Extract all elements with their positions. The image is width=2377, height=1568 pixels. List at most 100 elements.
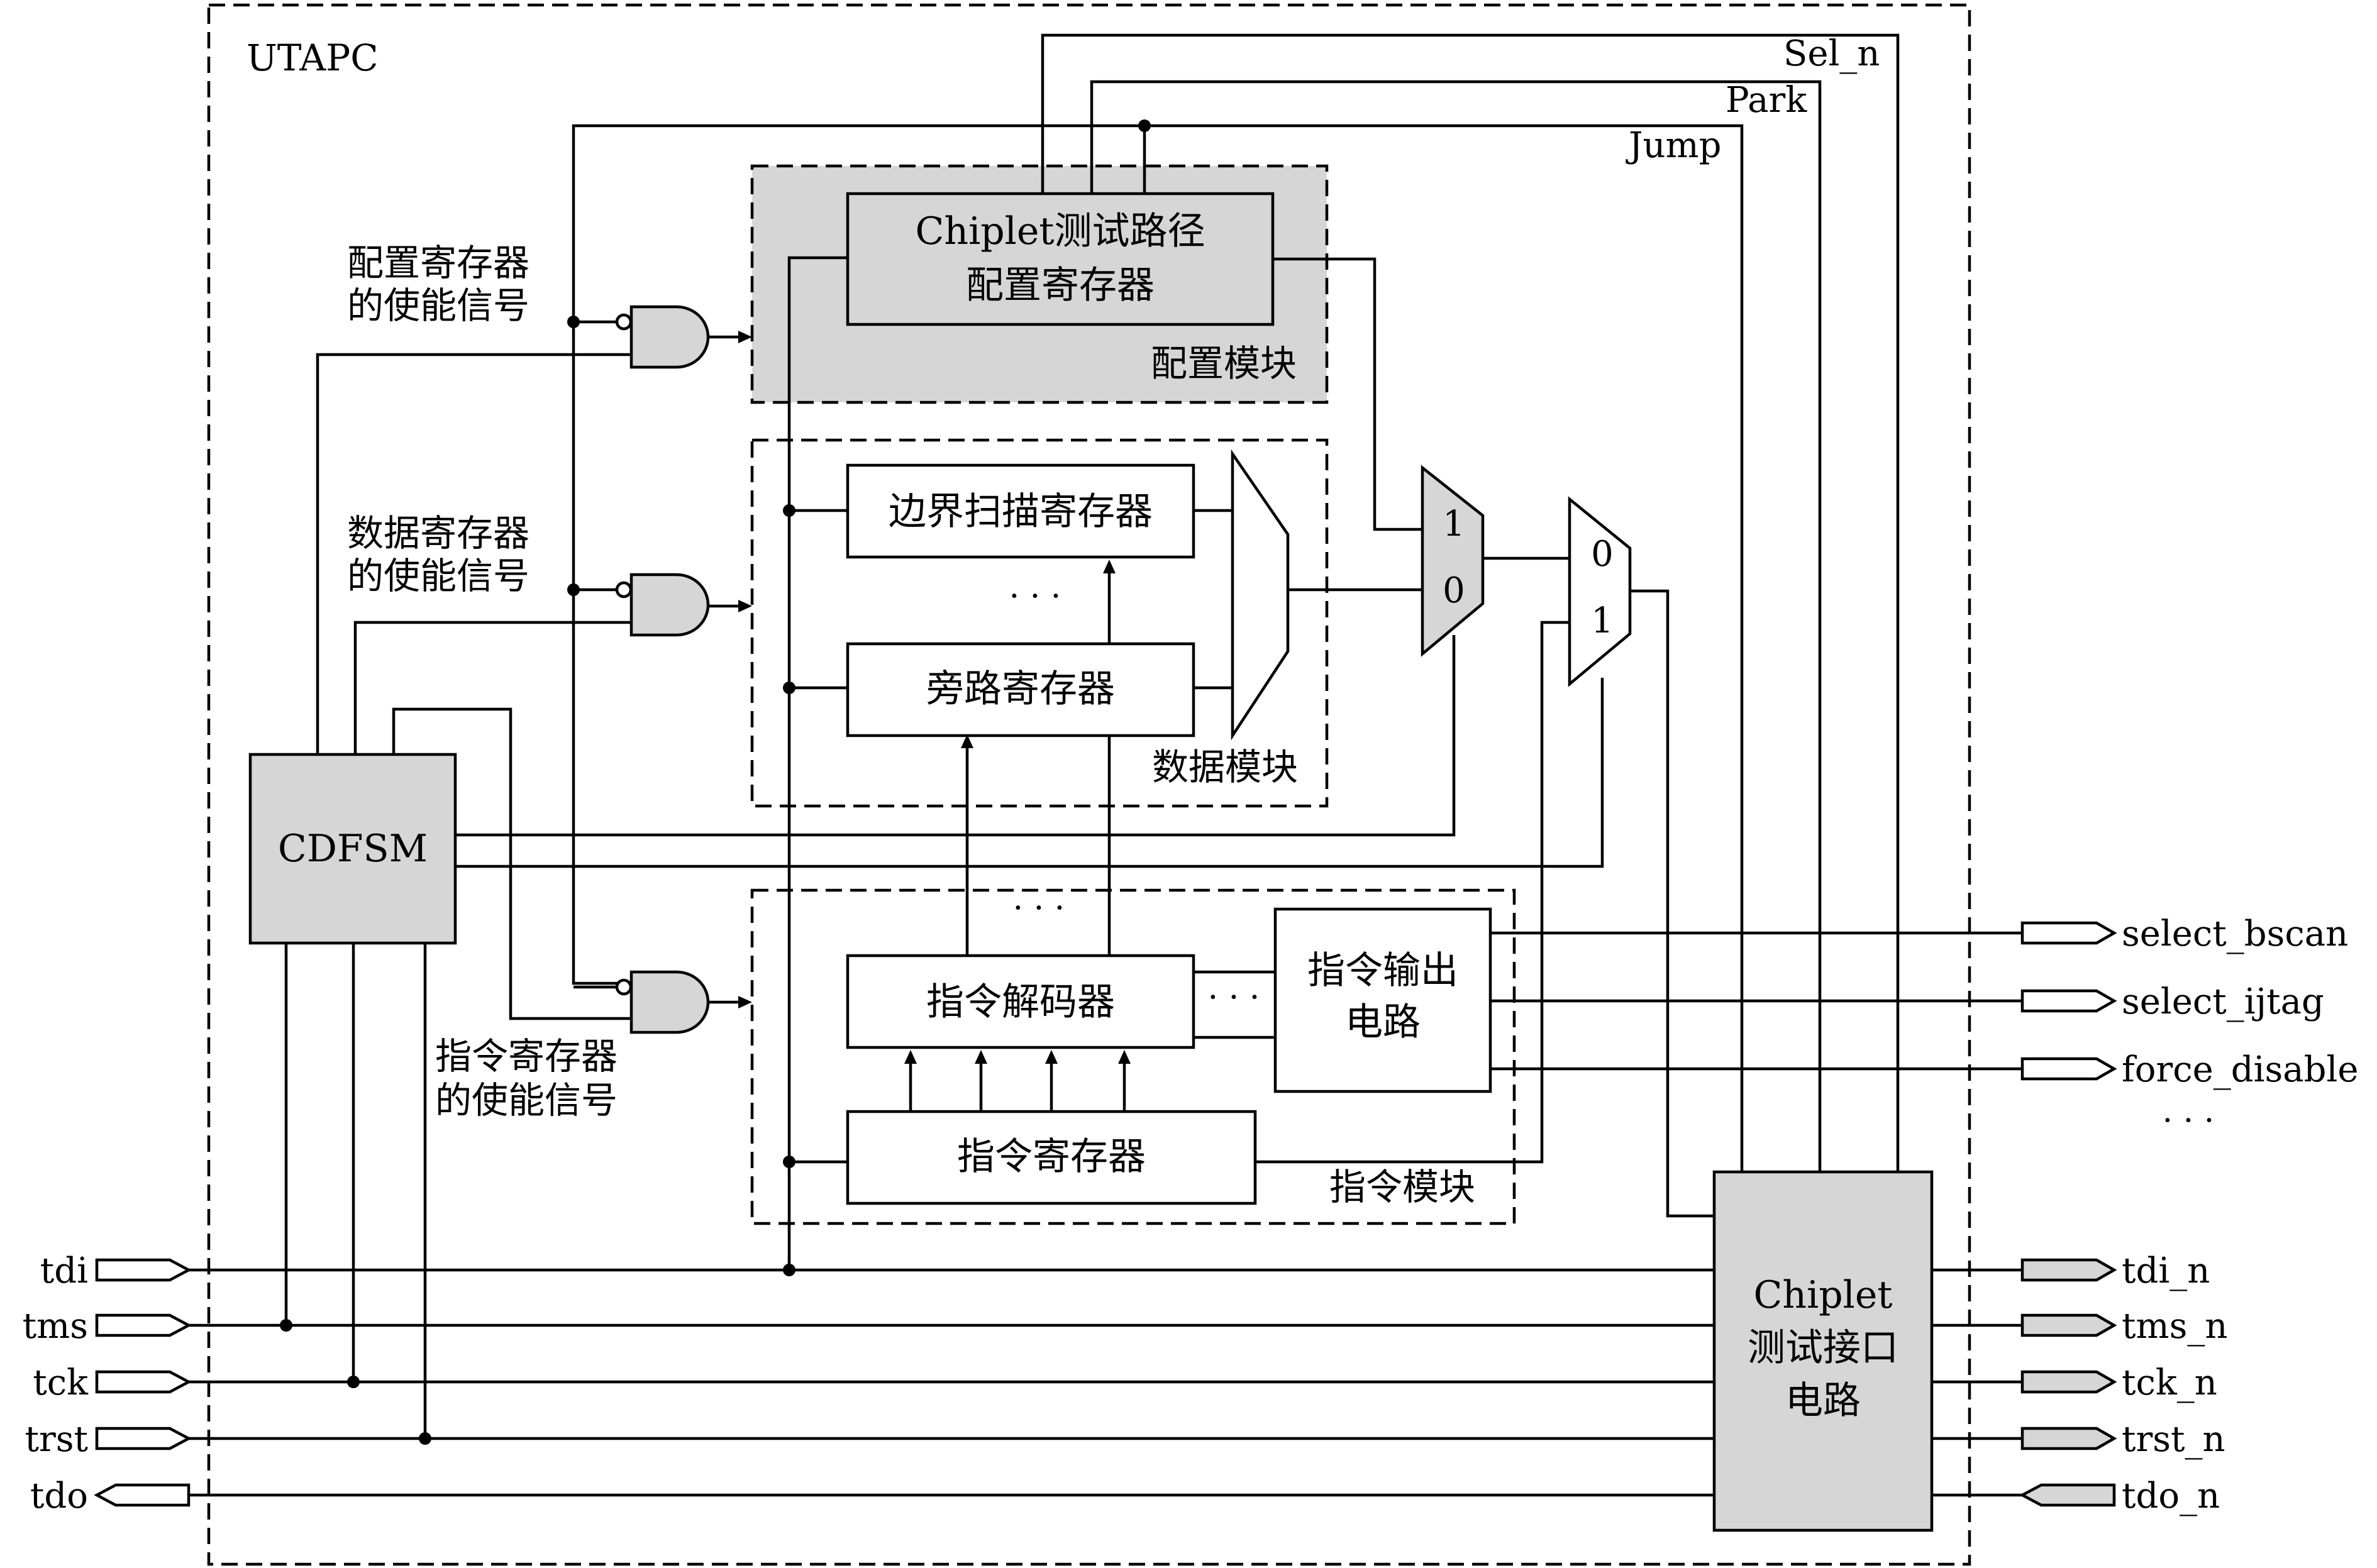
tdi-distribution [787,256,848,1270]
junction-tck [347,1376,360,1388]
data-module-label: 数据模块 [1152,746,1298,788]
left-port-tck: tck [33,1362,192,1403]
utapc-boundary [207,3,1971,1566]
config-gate-arrow [738,331,752,343]
port-tdo-n-label: tdo_n [2122,1476,2220,1516]
junction-tdi-main [783,1264,795,1276]
ir-enable-label-2: 的使能信号 [435,1079,618,1122]
chiplet-interface-line2: 测试接口 [1748,1326,1898,1370]
ir-out-to-mux2 [1255,621,1570,1164]
ir-dec-arrow-4 [1118,1050,1131,1064]
data-module-boundary [750,438,1329,808]
left-port-tms: tms [23,1306,192,1347]
instruction-register-box [846,1110,1257,1205]
junction-config-gate [567,316,580,328]
instruction-output-line1: 指令输出 [1307,949,1458,993]
junction-tdi-bypass [783,682,795,694]
junction-trst [419,1432,431,1445]
ir-dec-arrow-1 [904,1050,917,1064]
data-gate-arrow [738,600,752,612]
instruction-ellipsis-mid: · · · [1208,979,1260,1017]
right-port-tms-n: tms_n [2020,1306,2227,1347]
left-port-tdo: tdo [30,1476,191,1516]
port-trst-n-label: trst_n [2122,1419,2225,1460]
right-port-tdo-n: tdo_n [2019,1476,2220,1516]
mux1-in1-label: 1 [1443,504,1465,544]
mux2-in1-label: 1 [1591,600,1614,641]
right-port-force-disable: force_disable [2020,1049,2359,1090]
junction-tms [280,1319,292,1332]
right-port-tdi-n: tdi_n [2020,1251,2210,1291]
right-port-trst-n: trst_n [2020,1419,2225,1460]
mux2-in0-label: 0 [1591,534,1614,575]
bypass-register-box [846,642,1195,737]
mux2 [1568,496,1632,687]
data-enable-label-2: 的使能信号 [347,555,529,597]
right-port-tck-n: tck_n [2020,1362,2217,1403]
cdfsm-box [248,753,457,945]
mux1-in0-label: 0 [1443,570,1465,611]
config-module-label: 配置模块 [1151,342,1297,385]
fsm-mux2-sel [455,678,1604,868]
junction-tdi-bscan [783,504,795,517]
config-register-line2: 配置寄存器 [966,263,1155,307]
instruction-register-label: 指令寄存器 [957,1135,1146,1179]
utapc-title: UTAPC [247,36,379,79]
instruction-decoder-label: 指令解码器 [926,980,1115,1024]
ir-gate-inverter-bubble [615,978,633,996]
fsm-config-enable [316,353,631,754]
boundary-scan-register-box [846,463,1195,559]
port-tms-label: tms [23,1306,88,1347]
data-enable-label-1: 数据寄存器 [347,512,529,555]
fsm-ir-enable [392,707,631,1020]
ir-enable-label-1: 指令寄存器 [435,1035,618,1078]
port-force-disable-label: force_disable [2122,1049,2359,1090]
chiplet-interface-box [1712,1170,1934,1532]
port-tms-n-label: tms_n [2122,1306,2227,1347]
left-port-tdi: tdi [40,1251,192,1291]
config-gate-inverter-bubble [615,313,633,331]
sel-n-label: Sel_n [1783,33,1880,74]
right-port-select-bscan: select_bscan [2020,914,2348,954]
fsm-data-enable [353,621,631,754]
boundary-scan-register-label: 边界扫描寄存器 [889,490,1153,534]
port-tdi-n-label: tdi_n [2122,1251,2210,1291]
right-ports-ellipsis: · · · [2163,1102,2215,1140]
ir-dec-arrow-2 [975,1050,987,1064]
cdfsm-label: CDFSM [278,827,428,871]
instruction-module-boundary [750,888,1516,1225]
left-port-trst: trst [25,1419,192,1460]
chiplet-interface-line1: Chiplet [1754,1273,1893,1317]
config-register-line1: Chiplet测试路径 [916,209,1205,253]
sel-n-wire [1041,33,1900,1172]
config-feedback-line [572,124,1144,985]
mux2-out [1630,589,1714,1218]
junction-tdi-ir [783,1156,795,1168]
instruction-module-label: 指令模块 [1329,1166,1475,1208]
chiplet-interface-line3: 电路 [1785,1379,1861,1423]
instruction-output-line2: 电路 [1345,1000,1421,1044]
data-module-ellipsis: · · · [1009,578,1061,616]
port-tck-label: tck [33,1362,89,1403]
instruction-decoder-box [846,954,1195,1049]
park-label: Park [1726,80,1807,121]
port-select-ijtag-label: select_ijtag [2122,981,2324,1022]
port-select-bscan-label: select_bscan [2122,914,2348,954]
config-enable-label-1: 配置寄存器 [347,241,529,284]
junction-config-top [1138,119,1151,132]
port-tck-n-label: tck_n [2122,1362,2217,1403]
decoder-to-bypass-arrow [961,734,973,748]
ir-dec-arrow-3 [1045,1050,1058,1064]
fsm-mux1-sel [455,635,1456,837]
data-mux [1231,449,1290,741]
ir-gate-arrow [738,996,752,1008]
data-gate-inverter-bubble [615,581,633,599]
instruction-ellipsis-top: · · · [1013,890,1065,927]
port-tdo-label: tdo [30,1476,88,1516]
park-wire [1090,80,1822,1172]
config-reg-out [1273,257,1422,531]
bypass-to-bscan-arrow [1103,560,1116,573]
instruction-output-box [1273,907,1492,1093]
bypass-register-label: 旁路寄存器 [926,667,1115,711]
